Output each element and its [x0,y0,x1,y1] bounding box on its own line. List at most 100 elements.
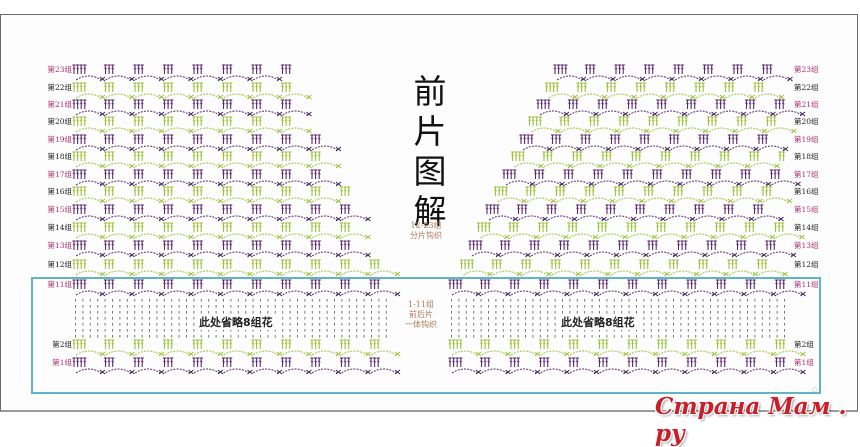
chain-arc [164,368,191,374]
chain-arc [252,251,279,257]
title-char: 解 [413,192,447,231]
watermark-badge: ○ [812,386,818,393]
stitch-row-left [72,339,401,357]
chain-arc [134,110,161,116]
chain-arc [164,180,191,186]
chain-arc [687,290,714,296]
chain-arc [569,368,596,374]
chain-arc [134,233,161,239]
chain-arc [585,197,612,203]
chain-arc [729,145,756,151]
chain-arc [750,162,777,168]
chain-arc [767,127,794,133]
omitted-dots-left [75,299,387,338]
chain-arc [648,251,675,257]
chain-arc [223,290,250,296]
chain-arc [282,368,309,374]
chain-arc [763,75,790,81]
chain-arc [223,180,250,186]
chain-arc [619,127,646,133]
chain-arc [598,110,625,116]
chain-arc [766,251,793,257]
chain-arc [75,93,102,99]
chain-arc [712,180,739,186]
row-label: 第13组 [794,241,819,250]
chain-arc [657,233,684,239]
chain-arc [569,290,596,296]
note-lower-line-1: 1-11组 [408,300,434,309]
chain-arc [223,162,250,168]
chain-arc [530,251,557,257]
chain-arc [252,110,279,116]
chain-arc [636,215,663,221]
chain-arc [518,215,545,221]
chain-arc [105,127,132,133]
chain-arc [543,162,570,168]
chain-arc [619,251,646,257]
stitch-row-left [72,222,371,240]
chain-arc [775,110,802,116]
chain-arc [599,290,626,296]
chain-arc [341,233,368,239]
chain-arc [164,233,191,239]
chain-arc [686,233,713,239]
chain-arc [599,368,626,374]
chain-arc [481,350,508,356]
chain-arc [75,110,102,116]
stitch-row-right [502,169,801,187]
row-label: 第16组 [794,187,819,196]
chain-arc [223,197,250,203]
note-upper: 12-23组 分片钩织 [398,221,454,241]
chain-arc [282,162,309,168]
chain-arc [687,110,714,116]
chain-arc [311,350,338,356]
chain-arc [252,350,279,356]
chain-arc [674,75,701,81]
chain-arc [535,180,562,186]
chain-arc [223,145,250,151]
chain-arc [551,270,578,276]
chain-arc [341,270,368,276]
chain-arc [707,251,734,257]
stitch-row-left [72,259,401,277]
chain-arc [746,110,773,116]
chain-arc [481,290,508,296]
title-char: 前 [413,72,447,111]
chain-arc [75,368,102,374]
chain-arc [510,368,537,374]
chain-arc [611,145,638,151]
chain-arc [636,93,663,99]
chain-arc [134,290,161,296]
row-label: 第14组 [47,223,72,232]
row-label: 第20组 [47,117,72,126]
chain-arc [164,215,191,221]
chain-arc [193,368,220,374]
chain-arc [628,110,655,116]
chain-arc [282,127,309,133]
chain-arc [606,215,633,221]
chain-arc [703,197,730,203]
chain-arc [746,368,773,374]
row-label: 第13组 [47,241,72,250]
chain-arc [704,75,731,81]
chain-arc [105,350,132,356]
chain-arc [282,197,309,203]
chain-arc [754,215,781,221]
chain-arc [627,233,654,239]
chain-arc [282,215,309,221]
row-label: 第16组 [47,187,72,196]
chain-arc [193,350,220,356]
chain-arc [741,180,768,186]
chain-arc [522,270,549,276]
chain-arc [105,197,132,203]
note-upper-line-1: 12-23组 [410,221,442,230]
chain-arc [252,162,279,168]
chain-arc [164,145,191,151]
chain-arc [105,93,132,99]
chain-arc [193,145,220,151]
chain-arc [105,75,132,81]
chain-arc [598,233,625,239]
chain-arc [311,162,338,168]
stitch-row-right [519,134,789,152]
chain-arc [556,197,583,203]
